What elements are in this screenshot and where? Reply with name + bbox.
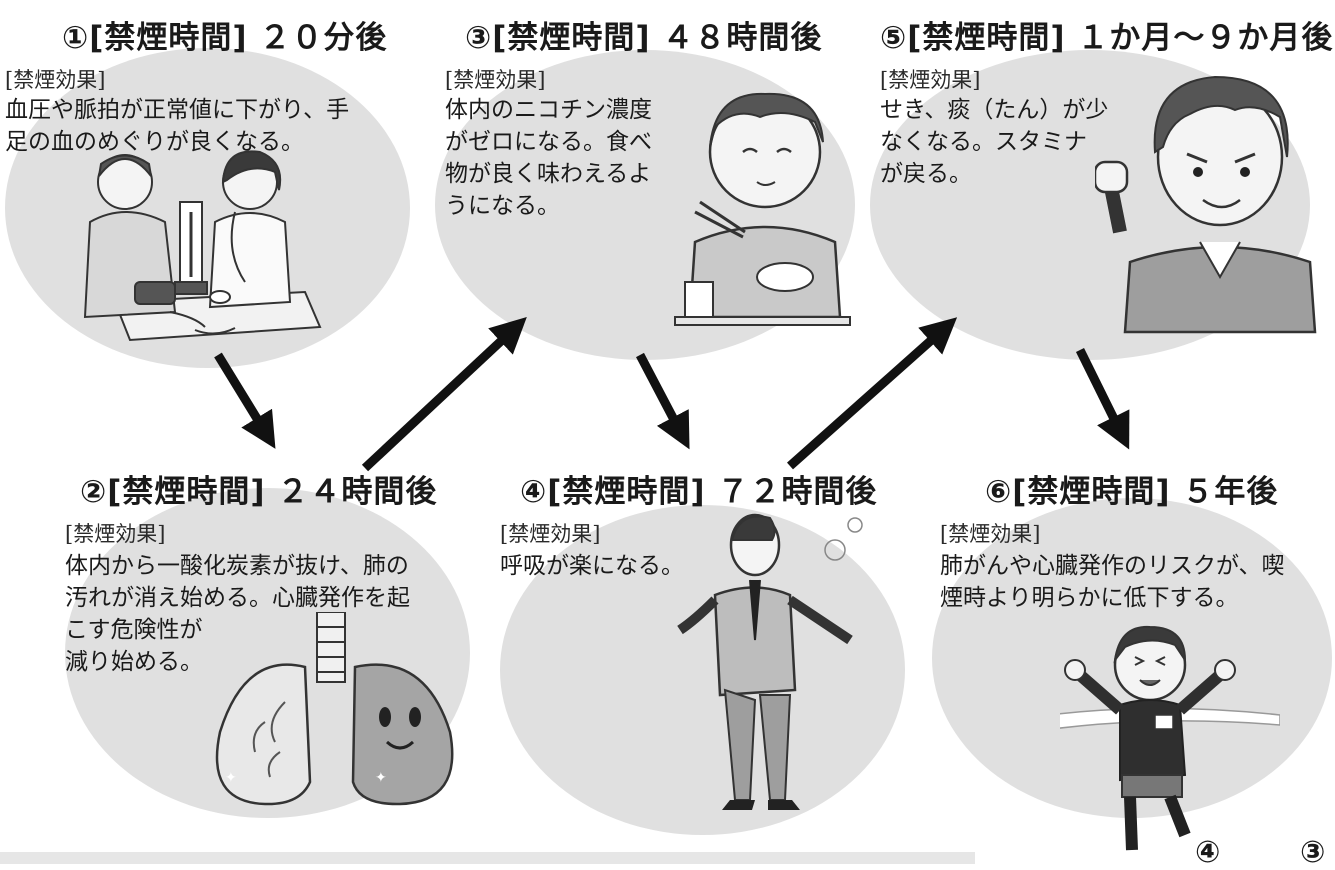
arrow-2-to-3 — [361, 316, 527, 472]
step2-title: ②[禁煙時間] ２４時間後 — [80, 474, 438, 510]
man-fist-pump-illustration — [1095, 75, 1317, 334]
step4-effect-text: 呼吸が楽になる。 — [500, 553, 684, 579]
footer-bar — [0, 852, 975, 864]
step3-effect-label: [禁煙効果] — [445, 68, 546, 92]
man-breathing-illustration — [677, 513, 863, 810]
page-mark-left: ④ — [1195, 835, 1221, 870]
step6-effect-text: 肺がんや心臓発作のリスクが、喫 煙時より明らかに低下する。 — [940, 553, 1285, 611]
smiling-lungs-illustration: ✦ ✦ — [215, 612, 454, 806]
step1-effect-text: 血圧や脈拍が正常値に下がり、手 足の血のめぐりが良くなる。 — [5, 97, 350, 155]
step2-effect-label: [禁煙効果] — [65, 522, 166, 546]
step5-effect-text: せき、痰（たん）が少 なくなる。スタミナ が戻る。 — [880, 97, 1109, 187]
step6-title: ⑥[禁煙時間] ５年後 — [985, 474, 1279, 510]
arrow-1-to-2 — [214, 352, 276, 449]
arrow-5-to-6 — [1075, 348, 1130, 450]
arrow-3-to-4 — [636, 352, 690, 450]
step1-effect-label: [禁煙効果] — [5, 68, 106, 92]
arrow-4-to-5 — [787, 317, 958, 470]
man-eating-illustration — [674, 92, 851, 326]
svg-text:✦: ✦ — [225, 770, 237, 786]
step3-effect-text: 体内のニコチン濃度 がゼロになる。食べ 物が良く味わえるよ うになる。 — [445, 97, 652, 219]
step5-effect-label: [禁煙効果] — [880, 68, 981, 92]
step4-effect-label: [禁煙効果] — [500, 522, 601, 546]
step6-effect-label: [禁煙効果] — [940, 522, 1041, 546]
svg-text:✦: ✦ — [375, 770, 387, 786]
page-mark-right: ③ — [1300, 835, 1326, 870]
step5-title: ⑤[禁煙時間] １か月～９か月後 — [880, 20, 1334, 56]
blood-pressure-check-illustration — [83, 150, 322, 342]
step3-title: ③[禁煙時間] ４８時間後 — [465, 20, 823, 56]
boy-running-finish-illustration — [1060, 625, 1280, 851]
step4-title: ④[禁煙時間] ７２時間後 — [520, 474, 878, 510]
step1-title: ①[禁煙時間] ２０分後 — [62, 20, 388, 56]
step2-effect-text: 体内から一酸化炭素が抜け、肺の 汚れが消え始める。心臓発作を起 こす危険性が 減… — [65, 553, 410, 675]
